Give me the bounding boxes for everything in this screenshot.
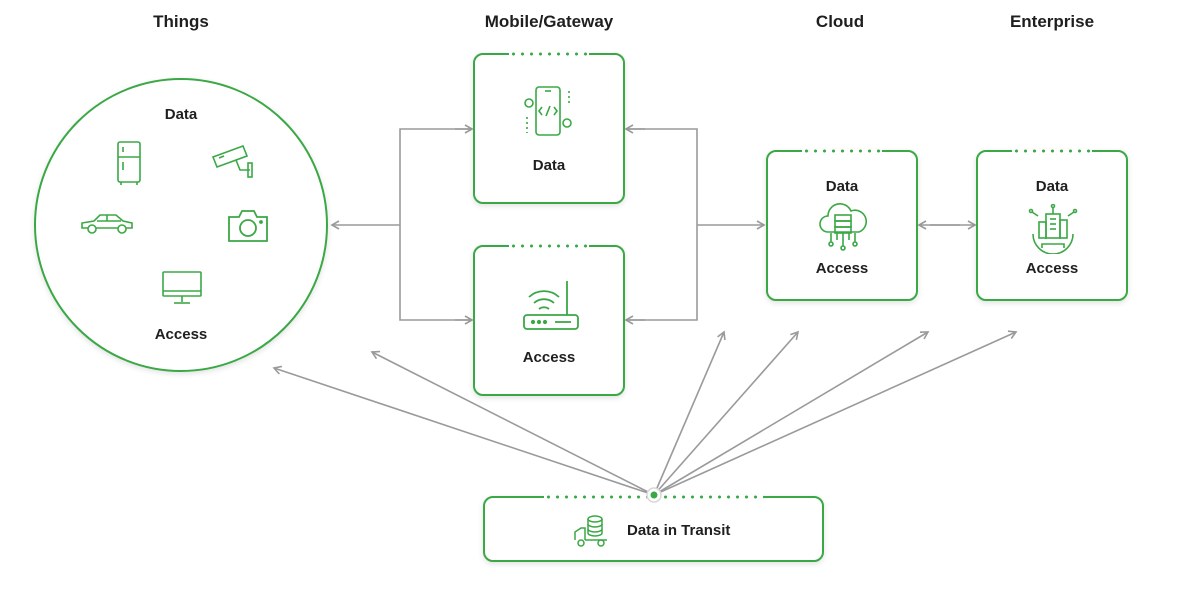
- gateway-data-label: Data: [532, 157, 566, 174]
- gateway-access-label: Access: [522, 349, 576, 366]
- card-dots: [509, 244, 589, 248]
- transit-ray-gateway: [653, 330, 726, 496]
- gateway-data-card: Data: [473, 52, 625, 204]
- mobile-code-icon: [524, 86, 572, 136]
- gateway-access-card: Access: [473, 244, 625, 396]
- things-access-label: Access: [154, 326, 208, 343]
- column-title-cloud: Cloud: [815, 12, 865, 31]
- enterprise-building-icon: [1028, 204, 1078, 254]
- enterprise-data-label: Data: [1035, 178, 1069, 195]
- cloud-server-icon: [819, 202, 868, 251]
- transit-label: Data in Transit: [627, 522, 731, 539]
- transit-card: Data in Transit: [483, 495, 824, 562]
- transit-ray-enterprise: [653, 330, 1018, 496]
- transit-ray-cloud: [653, 330, 800, 496]
- card-dots: [509, 52, 589, 56]
- cloud-card: Data Access: [766, 149, 918, 301]
- enterprise-card: Data Access: [976, 149, 1128, 301]
- bracket-right: [626, 128, 698, 321]
- car-icon: [81, 214, 133, 234]
- transit-origin-dot: [646, 487, 662, 503]
- card-dots: [802, 149, 882, 153]
- column-title-mobile-gateway: Mobile/Gateway: [484, 12, 614, 31]
- transit-ray-cloud2: [653, 331, 930, 496]
- cloud-access-label: Access: [815, 260, 869, 277]
- router-icon: [523, 281, 579, 330]
- transit-ray-things: [272, 365, 655, 496]
- things-data-label: Data: [164, 106, 198, 123]
- column-title-things: Things: [153, 12, 209, 31]
- bracket-left: [399, 128, 472, 321]
- monitor-icon: [162, 271, 202, 304]
- security-camera-icon: [211, 144, 253, 178]
- column-title-enterprise: Enterprise: [1009, 12, 1095, 31]
- camera-icon: [228, 210, 268, 242]
- fridge-icon: [117, 141, 141, 185]
- enterprise-access-label: Access: [1025, 260, 1079, 277]
- things-circle: Data: [34, 78, 328, 372]
- cloud-data-label: Data: [825, 178, 859, 195]
- data-truck-icon: [574, 515, 607, 547]
- transit-ray-things2: [370, 350, 655, 496]
- card-dots: [1012, 149, 1092, 153]
